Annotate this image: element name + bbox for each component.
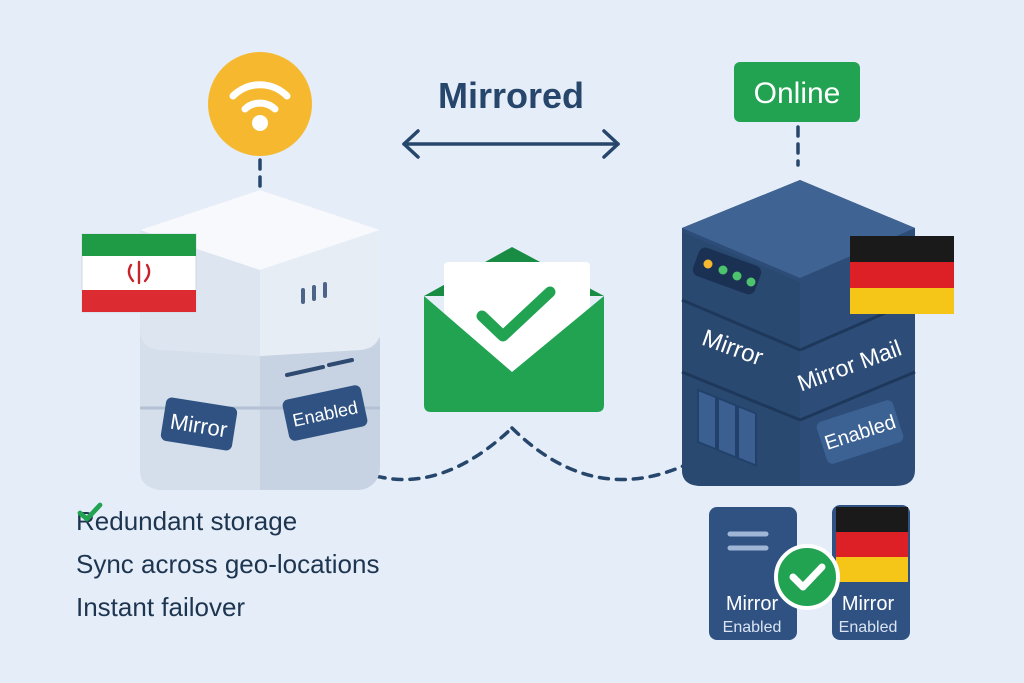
feature-list: Redundant storage Sync across geo-locati…	[76, 500, 379, 629]
document-icon	[727, 531, 769, 551]
feature-label: Sync across geo-locations	[76, 549, 380, 579]
mini-card-subtitle: Enabled	[723, 619, 782, 636]
wifi-icon	[208, 52, 312, 156]
drive-bays	[697, 388, 757, 467]
status-badge: Online	[734, 62, 860, 122]
germany-flag-icon	[850, 236, 954, 314]
enabled-tag: Enabled	[816, 400, 904, 464]
feature-label: Instant failover	[76, 592, 246, 622]
title: Mirrored	[438, 75, 584, 116]
mini-card-mirror-germany: Mirror Enabled	[832, 505, 910, 640]
status-badge-label: Online	[754, 77, 841, 110]
check-badge-icon	[774, 544, 840, 610]
envelope-check-icon	[424, 247, 604, 412]
status-lights	[692, 247, 762, 295]
feature-item: Redundant storage	[76, 500, 379, 543]
checkmark-icon	[77, 502, 103, 522]
vent-slots	[301, 282, 327, 304]
feature-label: Redundant storage	[76, 506, 298, 536]
mini-card-title: Mirror	[726, 593, 779, 615]
mini-card-title: Mirror	[842, 593, 895, 615]
enabled-tag: Enabled	[282, 385, 368, 441]
mini-card-mirror: Mirror Enabled	[709, 507, 797, 640]
mini-card-subtitle: Enabled	[839, 619, 898, 636]
iran-flag-icon	[81, 233, 197, 313]
bidirectional-arrow-icon	[402, 129, 620, 159]
feature-item: Instant failover	[76, 502, 379, 629]
right-server: Mirror Mirror Mail Enabled	[681, 180, 916, 486]
feature-item: Sync across geo-locations	[76, 502, 380, 586]
mirror-tag: Mirror	[160, 397, 238, 451]
germany-flag-icon	[836, 507, 908, 582]
left-server: Mirror Enabled	[140, 190, 380, 490]
